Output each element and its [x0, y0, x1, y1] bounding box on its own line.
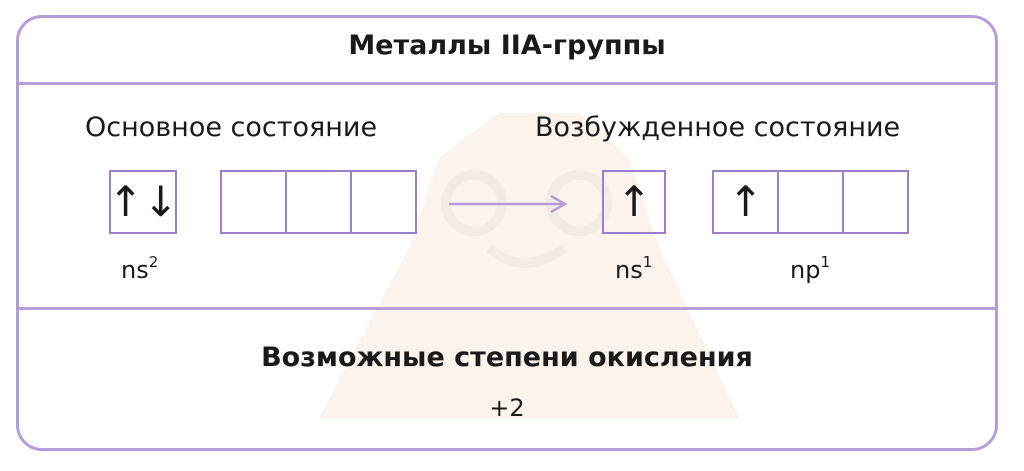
excited-p-cell-3 — [842, 172, 907, 232]
ground-s-label: ns2 — [121, 253, 159, 284]
excited-s-label: ns1 — [615, 253, 653, 284]
ground-s-arrows: ↑↓ — [107, 177, 179, 226]
ground-state-label: Основное состояние — [85, 112, 378, 143]
excited-p-orbital-cells: ↑ — [712, 170, 909, 234]
excited-state-label: Возбужденное состояние — [535, 112, 901, 143]
excited-p-label: np1 — [790, 253, 830, 284]
ground-p-cell-3 — [350, 172, 415, 232]
excited-s-arrows: ↑ — [616, 177, 652, 226]
footer-divider — [19, 307, 995, 310]
ground-p-cell-1 — [222, 172, 285, 232]
excited-p-cell-1: ↑ — [727, 177, 764, 226]
ground-p-cell-2 — [285, 172, 350, 232]
excited-s-orbital-cell: ↑ — [602, 170, 666, 234]
header-divider — [19, 82, 995, 85]
oxidation-states-title: Возможные степени окисления — [261, 342, 753, 373]
ground-p-orbital-cells — [220, 170, 417, 234]
card-title: Металлы IIA-группы — [348, 30, 666, 61]
oxidation-states-value: +2 — [489, 394, 525, 422]
excited-p-cell-2 — [777, 172, 842, 232]
ground-s-orbital-cell: ↑↓ — [107, 170, 179, 234]
info-card: Металлы IIA-группы Основное состояние Во… — [16, 15, 998, 451]
transition-arrow-icon — [449, 194, 568, 214]
